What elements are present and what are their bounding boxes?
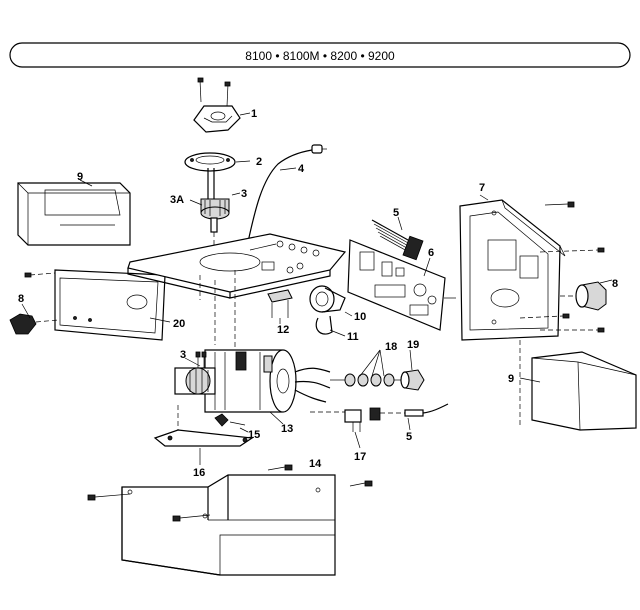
callout-3: 3 <box>241 188 247 200</box>
part-5-wire <box>380 403 449 417</box>
part-13-motor <box>204 349 331 413</box>
callout-10: 10 <box>354 311 366 323</box>
callout-9-left: 9 <box>77 171 83 183</box>
part-7-end-panel <box>459 199 605 341</box>
part-20-end-panel <box>24 269 166 341</box>
part-15-clip <box>214 413 246 427</box>
callout-11: 11 <box>347 331 359 343</box>
model-banner: 8100 • 8100M • 8200 • 9200 <box>9 42 631 68</box>
part-3-worm-gear <box>174 351 216 395</box>
part-19-knob <box>400 369 425 391</box>
callout-6: 6 <box>428 247 434 259</box>
part-12-bracket <box>267 289 293 318</box>
callout-8-right: 8 <box>612 278 618 290</box>
callout-1: 1 <box>251 108 257 120</box>
callout-17: 17 <box>354 451 366 463</box>
part-17-connector <box>310 407 381 432</box>
callout-4: 4 <box>298 163 305 175</box>
callout-18: 18 <box>385 341 397 353</box>
model-banner-text: 8100 • 8100M • 8200 • 9200 <box>245 49 395 63</box>
part-5-wire-harness <box>371 219 424 261</box>
part-6-logic-board <box>347 239 456 331</box>
part-16-bracket <box>153 405 254 447</box>
callout-8-left: 8 <box>18 293 24 305</box>
callout-5-lower: 5 <box>406 431 412 443</box>
callout-14: 14 <box>309 458 322 470</box>
part-10-socket <box>309 285 346 313</box>
callout-9-right: 9 <box>508 373 514 385</box>
callout-15: 15 <box>248 429 260 441</box>
part-4-cable <box>247 144 327 243</box>
part-3-gear-shaft <box>200 198 230 245</box>
callout-3-lower: 3 <box>180 349 186 361</box>
callout-2: 2 <box>256 156 262 168</box>
callout-12: 12 <box>277 324 289 336</box>
callout-7: 7 <box>479 182 485 194</box>
callout-labels: 1 2 3A 3 4 5 6 7 8 8 9 9 10 11 12 3 13 1… <box>18 108 618 479</box>
callout-20: 20 <box>173 318 185 330</box>
callout-13: 13 <box>281 423 293 435</box>
part-8-right-knob <box>560 281 607 311</box>
part-14-bottom-cover <box>87 464 373 576</box>
callout-5: 5 <box>393 207 399 219</box>
main-chassis <box>127 233 347 350</box>
part-9-left-cover <box>17 182 131 246</box>
callout-3a: 3A <box>170 194 184 206</box>
part-8-left-knob <box>9 313 59 335</box>
leader-lines <box>21 112 613 465</box>
part-1-bracket <box>193 77 241 133</box>
part-11-clip <box>315 315 333 335</box>
callout-16: 16 <box>193 467 205 479</box>
part-9-right-cover <box>519 340 637 431</box>
callout-19: 19 <box>407 339 419 351</box>
part-18-beads <box>330 373 405 387</box>
